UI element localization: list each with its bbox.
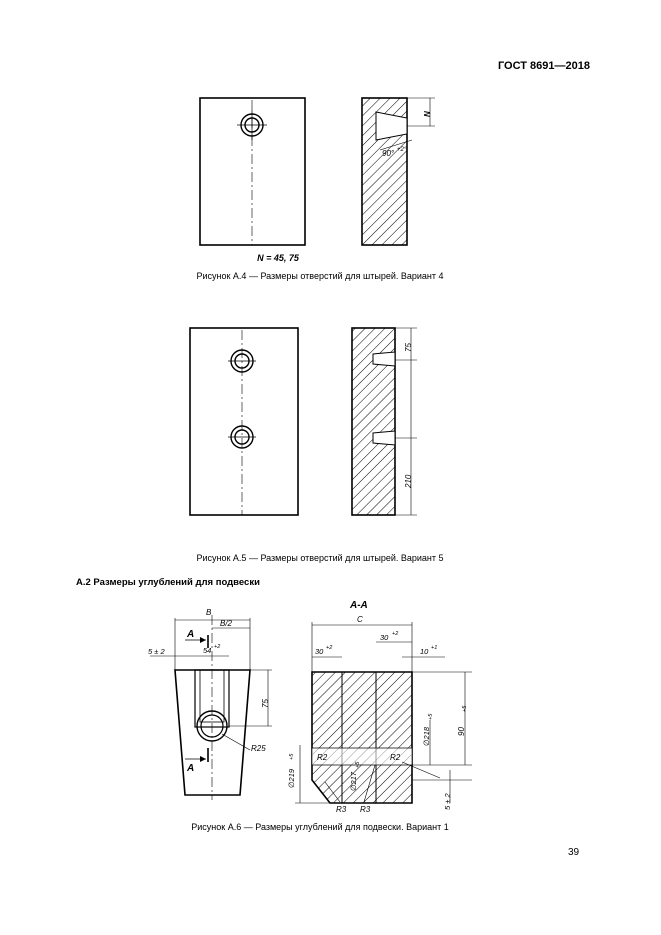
pin-hole-marker [237, 110, 267, 140]
dim-bottom-offset: 5 ± 2 [443, 793, 452, 810]
figure-a4-drawing: N 90° +2° [199, 97, 435, 246]
dim-bottom: 210 [404, 474, 413, 489]
dim-left-30-tol: +2 [326, 645, 332, 651]
figure-a4-param-note: N = 45, 75 [257, 253, 299, 263]
dim-offset: 5 ± 2 [148, 647, 165, 656]
dim-left-30: 30 [315, 647, 324, 656]
dim-r2-left: R2 [317, 753, 328, 762]
figure-a6-caption: Рисунок А.6 — Размеры углублений для под… [191, 822, 449, 832]
dim-r3-right: R3 [360, 805, 371, 814]
dim-d218: ∅218 [422, 726, 431, 746]
dim-n: N [423, 111, 432, 117]
dim-d217-tol: +5 [355, 761, 361, 768]
figure-a6-drawing: B B/2 А 5 ± 2 54 +2 75 R25 А А-А [148, 600, 472, 814]
figure-a4-caption: Рисунок А.4 — Размеры отверстий для штыр… [196, 271, 444, 281]
dim-height: 90 [457, 727, 466, 736]
block-front-view [189, 327, 299, 516]
dim-r2-right: R2 [390, 753, 401, 762]
figure-a5-drawing: 75 210 [189, 327, 417, 516]
page-number: 39 [568, 847, 580, 858]
dim-top: 75 [404, 343, 413, 352]
hanger-front-view: B B/2 А 5 ± 2 54 +2 75 R25 А [148, 608, 272, 800]
dim-d219-tol: +5 [289, 753, 295, 760]
block-front-view [199, 97, 306, 246]
section-title: А.2 Размеры углублений для подвески [76, 577, 260, 588]
dim-angle-tol: +2° [397, 147, 407, 153]
dim-slot-width-tol: +2 [214, 644, 220, 650]
pin-hole-marker-bottom [228, 425, 256, 449]
dim-r3-left: R3 [336, 805, 347, 814]
dim-right-10: 10 [420, 647, 429, 656]
dim-height-tol: +5 [462, 705, 468, 712]
dim-c: C [357, 615, 363, 624]
pin-hole-marker-top [228, 349, 256, 373]
cut-label-bottom: А [186, 763, 194, 774]
dim-d219: ∅219 [287, 768, 296, 788]
section-label: А-А [349, 600, 368, 611]
dim-right-30-tol: +2 [392, 631, 398, 637]
dim-right-30: 30 [380, 633, 389, 642]
dim-b-half: B/2 [220, 619, 233, 628]
cut-label-top: А [186, 629, 194, 640]
figure-a5-caption: Рисунок А.5 — Размеры отверстий для штыр… [196, 553, 444, 563]
dim-slot-width: 54 [203, 646, 211, 655]
dim-depth: 75 [261, 699, 270, 708]
section-a-a-view: А-А C 30 +2 30 +2 10 +1 90 +5 ∅218 +5 [287, 600, 472, 814]
document-code: ГОСТ 8691—2018 [497, 60, 590, 72]
dim-d218-tol: +5 [428, 713, 434, 720]
dim-angle: 90° [382, 149, 395, 158]
dim-d217: ∅217 [349, 771, 358, 791]
dim-b: B [206, 608, 212, 617]
dim-radius: R25 [251, 744, 266, 753]
dim-right-10-tol: +1 [431, 645, 437, 651]
